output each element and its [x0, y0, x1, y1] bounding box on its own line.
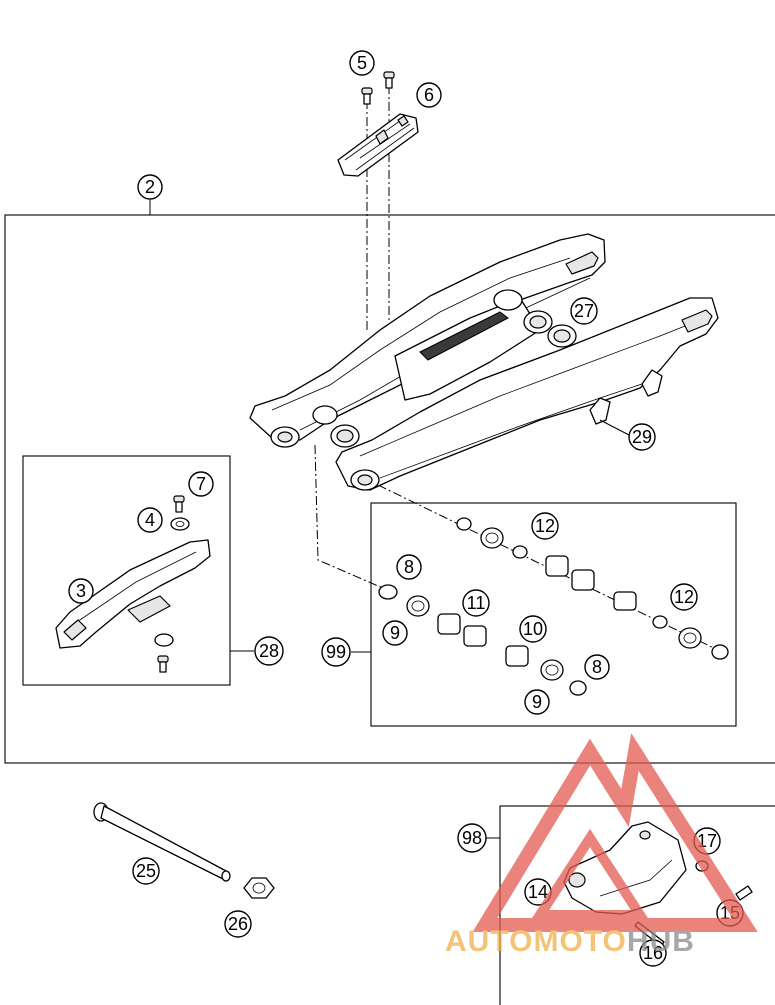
chain-slider-kit-frame [22, 455, 231, 686]
svg-text:9: 9 [532, 692, 542, 712]
callout-7: 7 [188, 471, 214, 497]
callout-27: 27 [570, 297, 598, 325]
svg-text:6: 6 [424, 85, 434, 105]
swingarm [249, 233, 719, 491]
callout-5: 5 [349, 50, 375, 76]
washer [154, 633, 174, 647]
chain-guide [563, 821, 687, 915]
callout-12-right: 12 [670, 583, 698, 611]
callout-98: 98 [457, 823, 487, 853]
svg-text:25: 25 [136, 861, 156, 881]
screw [383, 71, 395, 89]
svg-text:28: 28 [259, 641, 279, 661]
callout-2: 2 [137, 174, 163, 200]
svg-text:5: 5 [357, 53, 367, 73]
washer [170, 517, 190, 531]
watermark-text: AUTOMOTOHUB [445, 925, 695, 958]
svg-text:8: 8 [404, 557, 414, 577]
callout-8-bottom: 8 [584, 654, 610, 680]
svg-text:16: 16 [643, 943, 663, 963]
svg-text:12: 12 [674, 587, 694, 607]
screw [735, 885, 753, 901]
swingarm-assembly-frame [4, 214, 775, 764]
bearing-kit-parts [378, 517, 729, 696]
callout-14: 14 [524, 878, 552, 906]
callout-16: 16 [639, 939, 667, 967]
svg-text:7: 7 [196, 474, 206, 494]
callout-9-left: 9 [382, 620, 408, 646]
swingarm-pivot-axle [93, 802, 231, 882]
svg-text:99: 99 [326, 642, 346, 662]
svg-text:3: 3 [76, 581, 86, 601]
callout-28: 28 [254, 636, 284, 666]
callout-8-top: 8 [396, 554, 422, 580]
screw [173, 495, 185, 513]
svg-text:12: 12 [535, 516, 555, 536]
svg-text:98: 98 [462, 828, 482, 848]
chain-guide-block [337, 113, 419, 177]
callout-9-bottom: 9 [524, 689, 550, 715]
screw [361, 87, 373, 105]
svg-text:4: 4 [145, 510, 155, 530]
callout-25: 25 [132, 857, 160, 885]
svg-text:2: 2 [145, 177, 155, 197]
svg-text:14: 14 [528, 882, 548, 902]
callout-10: 10 [519, 615, 547, 643]
svg-text:11: 11 [467, 593, 486, 613]
svg-text:9: 9 [390, 623, 400, 643]
screw [157, 655, 169, 673]
automotohub-watermark: AUTOMOTOHUB [445, 733, 758, 958]
axle-nut [243, 877, 275, 899]
bearing-kit-frame [370, 502, 737, 727]
svg-text:27: 27 [574, 301, 594, 321]
svg-text:29: 29 [632, 427, 652, 447]
callout-4: 4 [137, 507, 163, 533]
svg-text:8: 8 [592, 657, 602, 677]
callout-6: 6 [416, 82, 442, 108]
callout-26: 26 [224, 910, 252, 938]
callout-3: 3 [68, 578, 94, 604]
callout-99: 99 [321, 637, 351, 667]
svg-text:26: 26 [228, 914, 248, 934]
callout-11: 11 [462, 589, 490, 617]
callout-29: 29 [628, 423, 656, 451]
chain-slider [55, 539, 211, 649]
callout-12-top: 12 [531, 512, 559, 540]
svg-text:10: 10 [523, 619, 543, 639]
